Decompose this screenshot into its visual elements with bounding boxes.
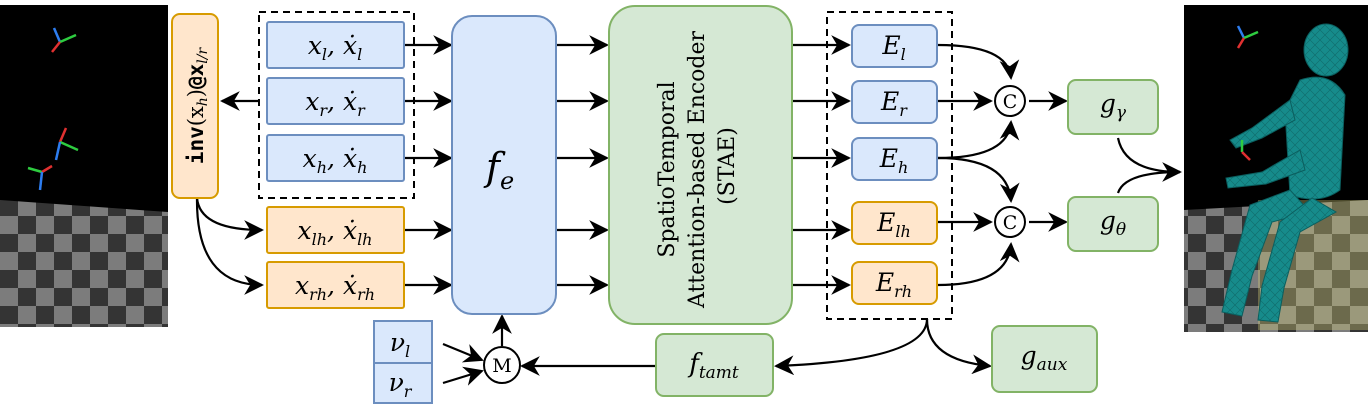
- right-hand-axes-icon: [27, 164, 53, 191]
- svg-text:M: M: [492, 355, 511, 377]
- svg-text:νr: νr: [389, 368, 413, 401]
- svg-text:inv(xh)@xl/r: inv(xh)@xl/r: [184, 46, 211, 164]
- feature-extractor-block: fe: [451, 15, 557, 315]
- avatar-output-image: [1184, 5, 1368, 332]
- embedding-group: [826, 11, 953, 320]
- svg-text:Elh: Elh: [876, 208, 911, 241]
- nu-box-right: νr: [373, 362, 433, 404]
- nu-box-left: νl: [373, 320, 433, 364]
- input-box-head: xh, ẋh: [266, 134, 405, 182]
- input-box-right-relative: xrh, ẋrh: [266, 261, 405, 309]
- avatar-mesh-figure: [1221, 23, 1349, 323]
- input-box-left-relative: xlh, ẋlh: [266, 206, 405, 254]
- svg-text:gθ: gθ: [1100, 206, 1126, 240]
- f-tamt-block: ftamt: [655, 333, 774, 397]
- svg-text:Er: Er: [880, 87, 908, 120]
- head-g-theta: gθ: [1067, 196, 1159, 252]
- svg-text:Eh: Eh: [879, 144, 909, 177]
- svg-text:C: C: [1003, 91, 1018, 113]
- input-box-right: xr, ẋr: [266, 77, 405, 125]
- embedding-box-left: El: [851, 24, 938, 68]
- embedding-box-right-relative: Erh: [851, 261, 938, 305]
- inverse-head-transform-box: inv(xh)@xl/r: [171, 13, 219, 199]
- svg-text:C: C: [1003, 212, 1018, 234]
- embedding-box-left-relative: Elh: [851, 201, 938, 245]
- merge-node: M: [483, 346, 521, 384]
- embedding-box-head: Eh: [851, 137, 938, 181]
- head-g-aux: gaux: [991, 325, 1098, 393]
- svg-text:νl: νl: [390, 328, 410, 361]
- stae-line-1: SpatioTemporal: [655, 81, 680, 257]
- concat-node-lower: C: [994, 206, 1026, 238]
- sensor-input-image: [0, 5, 168, 327]
- input-box-left: xl, ẋl: [266, 21, 405, 69]
- svg-text:gaux: gaux: [1021, 341, 1068, 375]
- svg-text:xh, ẋh: xh, ẋh: [303, 144, 368, 177]
- svg-text:xr, ẋr: xr, ẋr: [305, 87, 366, 120]
- connectors: [195, 35, 1182, 386]
- svg-text:xl, ẋl: xl, ẋl: [308, 31, 362, 64]
- head-g-gamma: gγ: [1067, 79, 1159, 135]
- stae-line-3: (STAE): [715, 127, 740, 205]
- svg-text:Erh: Erh: [875, 268, 912, 301]
- svg-text:xlh, ẋlh: xlh, ẋlh: [298, 216, 373, 249]
- concat-node-upper: C: [994, 85, 1026, 117]
- joint-input-group: [258, 11, 415, 199]
- stae-encoder-block: SpatioTemporal Attention-based Encoder (…: [608, 5, 793, 325]
- svg-text:SpatioTemporal Attention: SpatioTemporal Attention-based Encoder (…: [655, 24, 740, 309]
- embedding-box-right: Er: [851, 80, 938, 124]
- svg-text:gγ: gγ: [1100, 89, 1127, 123]
- left-hand-axes-icon: [54, 127, 79, 161]
- svg-text:El: El: [881, 31, 905, 64]
- head-axes-icon: [51, 27, 77, 53]
- stae-line-2: Attention-based Encoder: [685, 30, 710, 309]
- transform-func: inv: [184, 126, 208, 164]
- svg-text:xrh, ẋrh: xrh, ẋrh: [295, 271, 375, 304]
